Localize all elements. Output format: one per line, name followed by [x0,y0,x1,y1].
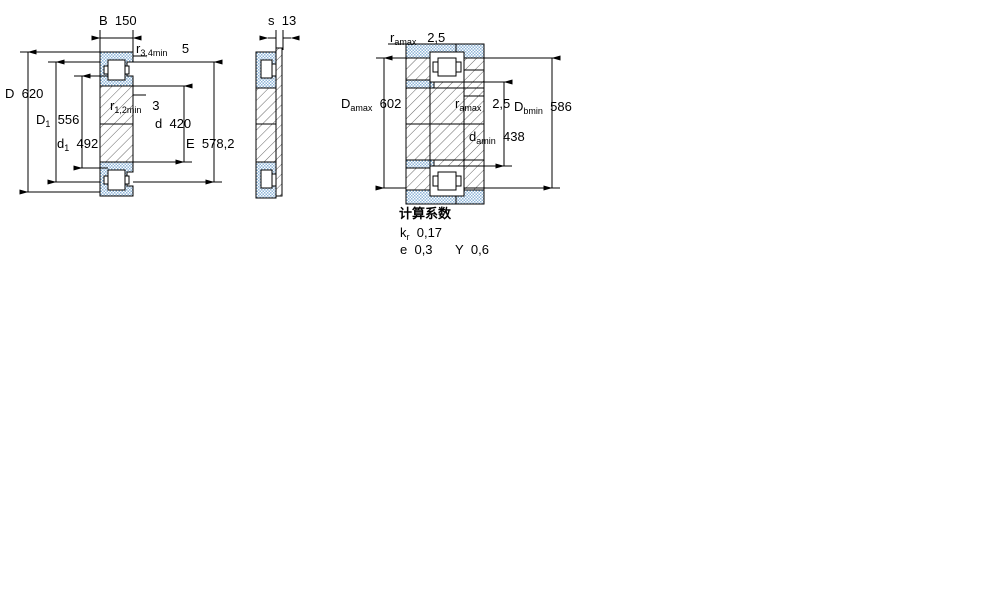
view1-bearing-geometry [99,51,134,197]
dim-label-E: E 578,2 [186,136,235,151]
dim-label-Dbmin: Dbmin 586 [514,99,572,116]
factor-row-Y: Y 0,6 [455,242,489,257]
dim-label-r34min: r3,4min 5 [136,41,190,58]
dim-label-d1: d1 492 [57,136,99,153]
view2-bearing-geometry [255,47,283,199]
factor-row-e: e 0,3 [400,242,433,257]
dim-label-D: D 620 [5,86,44,101]
view3-mounting-geometry [405,43,485,205]
dim-label-ramax-top: ramax 2,5 [390,30,446,47]
dim-label-D1: D1 556 [36,112,80,129]
dim-label-B: B 150 [99,13,137,28]
factor-row-kr: kr 0,17 [400,225,443,242]
view3-dimension-lines [375,43,561,191]
view2-dimension-lines [259,30,300,50]
dim-label-Damax: Damax 602 [341,96,402,113]
dim-label-s: s 13 [268,13,297,28]
dim-label-ramax-right: ramax 2,5 [455,96,511,113]
dim-label-d: d 420 [155,116,192,131]
dim-label-r12min: r1,2min 3 [110,98,160,115]
view1-dimension-lines [19,30,223,195]
dim-label-damin: damin 438 [469,129,525,146]
calculation-factors-heading: 计算系数 [399,207,452,222]
